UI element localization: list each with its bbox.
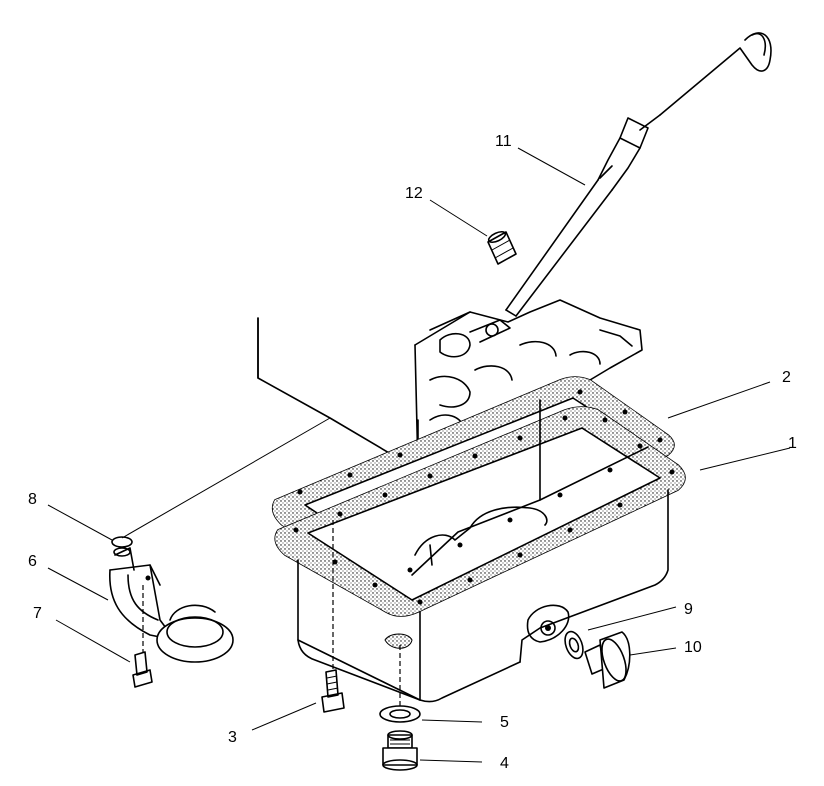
pickup-bolt — [132, 651, 153, 688]
leader-10 — [629, 647, 677, 656]
leader-7 — [55, 619, 131, 663]
callout-label-3: 3 — [228, 729, 237, 746]
flange-bolt-holes — [293, 389, 675, 605]
o-ring — [111, 536, 133, 548]
callout-label-9: 9 — [684, 601, 693, 618]
callout-label-1: 1 — [788, 435, 797, 452]
drain-washer — [379, 705, 421, 723]
oil-pan — [274, 399, 686, 703]
callout-label-6: 6 — [28, 553, 37, 570]
callout-label-5: 5 — [500, 714, 509, 731]
pan-bolt — [321, 669, 345, 713]
callout-label-12: 12 — [405, 185, 423, 202]
leader-3 — [251, 702, 317, 731]
leader-1 — [699, 447, 791, 471]
installation-lines — [121, 417, 401, 706]
callout-label-4: 4 — [500, 755, 509, 772]
drain-plug-side — [584, 631, 631, 689]
leader-4 — [419, 759, 483, 763]
callout-label-8: 8 — [28, 491, 37, 508]
leader-lines — [47, 147, 791, 763]
leader-8 — [47, 504, 113, 541]
side-drain-washer — [564, 630, 584, 660]
leader-12 — [429, 199, 488, 237]
callout-label-11: 11 — [495, 133, 512, 150]
callout-label-7: 7 — [33, 605, 42, 622]
callout-label-2: 2 — [782, 369, 791, 386]
dipstick — [505, 32, 772, 317]
oil-pickup-tube — [109, 547, 234, 663]
leader-11 — [517, 147, 586, 186]
drain-plug-bottom — [382, 730, 418, 771]
dipstick-tube-sleeve — [487, 230, 517, 265]
callout-label-10: 10 — [684, 639, 702, 656]
leader-6 — [47, 567, 109, 601]
leader-5 — [421, 719, 483, 723]
leader-9 — [587, 606, 677, 631]
leader-2 — [667, 381, 771, 419]
